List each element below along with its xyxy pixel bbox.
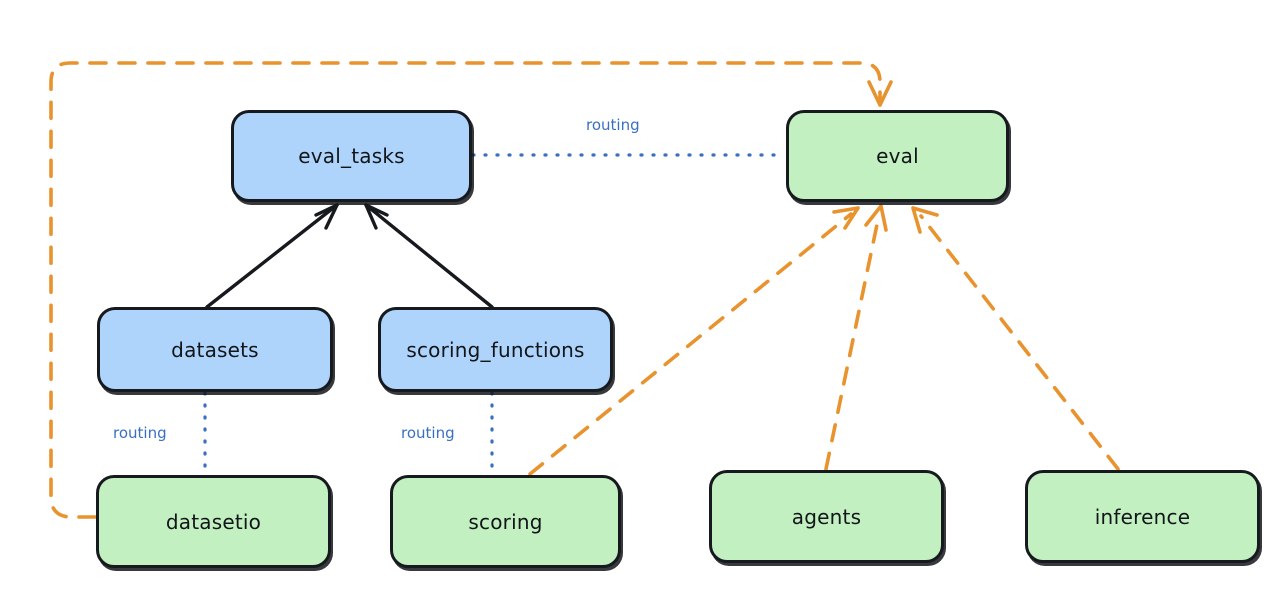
node-label-eval-tasks: eval_tasks [298,144,405,168]
node-label-scoring: scoring [468,509,543,534]
node-label-eval: eval [876,144,919,168]
node-scoring[interactable]: scoring [390,475,621,568]
node-eval-tasks[interactable]: eval_tasks [231,110,472,202]
node-label-inference: inference [1094,504,1191,529]
node-inference[interactable]: inference [1025,470,1260,563]
node-label-scoring-functions: scoring_functions [406,337,585,362]
node-label-datasetio: datasetio [165,509,262,534]
edge-label-routing-scoring-functions-scoring: routing [398,424,458,442]
edge-label-routing-eval-tasks-eval: routing [583,116,643,134]
node-datasets[interactable]: datasets [97,307,333,392]
node-label-agents: agents [791,504,862,529]
edge-label-routing-datasets-datasetio: routing [110,424,170,442]
edge-scoring_functions-to-eval_tasks [364,203,494,309]
edge-datasets-to-eval_tasks [205,203,339,309]
node-scoring-functions[interactable]: scoring_functions [378,307,613,392]
edge-agents-to-eval [824,204,888,471]
node-datasetio[interactable]: datasetio [96,475,331,568]
node-agents[interactable]: agents [709,470,944,563]
edge-inference-to-eval [911,206,1120,471]
node-eval[interactable]: eval [786,110,1009,202]
node-label-datasets: datasets [171,337,259,362]
